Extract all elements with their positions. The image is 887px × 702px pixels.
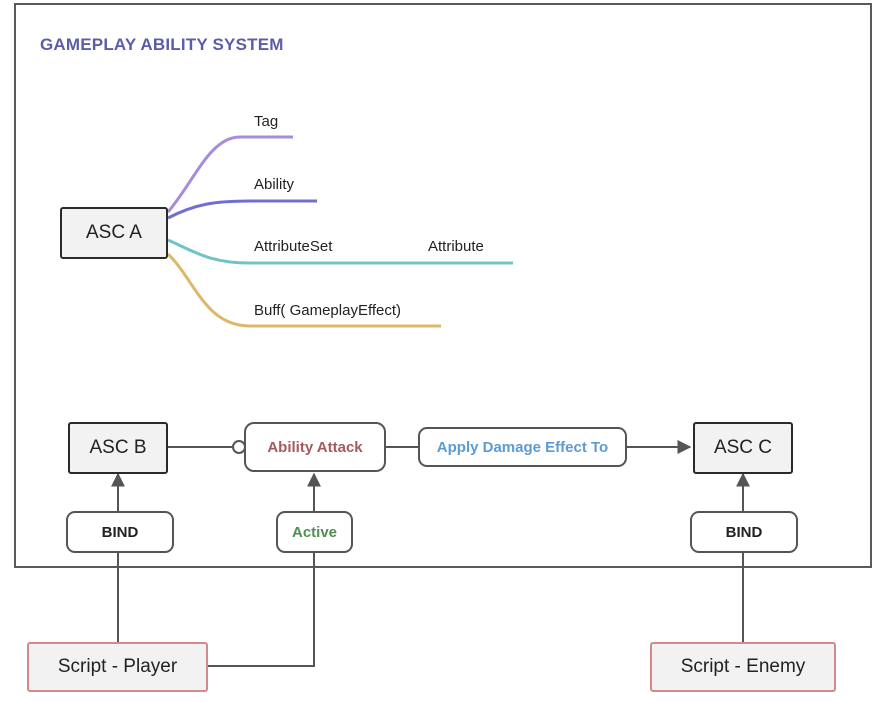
asc-a-node: ASC A	[60, 207, 168, 259]
diagram-title: GAMEPLAY ABILITY SYSTEM	[40, 35, 284, 54]
branch-line-ability	[167, 199, 317, 220]
branch-label-ability: Ability	[254, 176, 295, 193]
bind-left-label: BIND	[66, 511, 174, 553]
branch-line-tag	[166, 135, 293, 213]
branch-label-tag: Tag	[254, 113, 279, 130]
branch-line-buff	[166, 252, 441, 328]
asc-b-node: ASC B	[68, 422, 168, 474]
script-enemy-node: Script - Enemy	[650, 642, 836, 692]
apply-damage-node: Apply Damage Effect To	[418, 427, 627, 467]
asc-c-node: ASC C	[693, 422, 793, 474]
active-label: Active	[276, 511, 353, 553]
branch-label-attribute: Attribute	[428, 238, 484, 255]
branch-label-attributeset: AttributeSet	[254, 238, 333, 255]
branch-line-attributeset	[167, 238, 513, 265]
ability-attack-node: Ability Attack	[244, 422, 386, 472]
branch-label-buff: Buff( GameplayEffect)	[254, 302, 402, 319]
script-player-node: Script - Player	[27, 642, 208, 692]
line-player-active	[208, 553, 315, 667]
bind-right-label: BIND	[690, 511, 798, 553]
